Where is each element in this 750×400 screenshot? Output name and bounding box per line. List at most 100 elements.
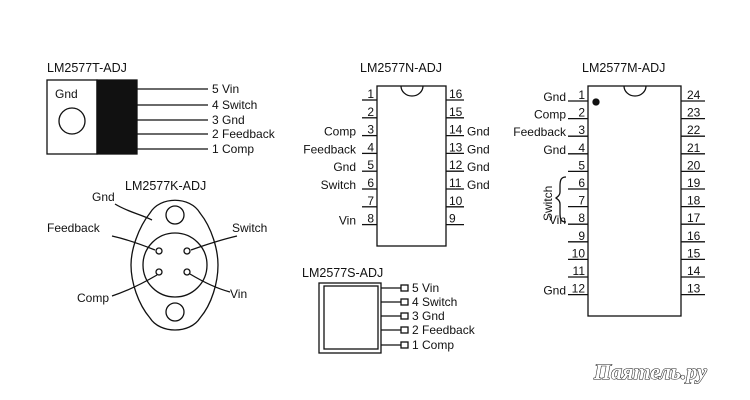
lm2577m-pin-label: Gnd [543, 284, 566, 298]
lm2577k-body [142, 232, 208, 298]
lm2577n-pin-number: 11 [449, 176, 462, 190]
lm2577k-leader-comp [111, 274, 158, 297]
lm2577m-pin-number: 23 [687, 106, 701, 120]
lm2577n-pin-number: 15 [449, 105, 463, 119]
lm2577m-pin-number: 10 [572, 246, 586, 260]
lm2577m-pin-label: Gnd [543, 143, 566, 157]
lm2577k-label-vin: Vin [230, 287, 247, 301]
lm2577n-pin-label: Switch [321, 178, 356, 192]
lm2577k-leader-switch [190, 235, 238, 251]
lm2577n-pin-number: 12 [449, 158, 463, 172]
lm2577n-pin-label: Gnd [333, 160, 356, 174]
lm2577t-package: LM2577T-ADJ Gnd 5 Vin 4 Switch 3 Gnd 2 F… [46, 61, 276, 156]
lm2577s-pin-4: 4 Switch [412, 295, 457, 309]
lm2577m-switch-label: Switch [541, 186, 555, 221]
lm2577k-label-comp: Comp [77, 291, 109, 305]
lm2577k-leader-vin [189, 273, 231, 293]
lm2577s-lead-end [400, 326, 409, 334]
lm2577s-tab-inner [323, 285, 379, 350]
lm2577s-lead-end [400, 341, 409, 349]
lm2577k-title: LM2577K-ADJ [125, 179, 206, 193]
lm2577t-pin-2: 2 Feedback [212, 127, 276, 141]
lm2577t-pin-4: 4 Switch [212, 98, 257, 112]
lm2577n-pin-number: 14 [449, 123, 463, 137]
lm2577m-pin-number: 21 [687, 141, 701, 155]
lm2577t-mounting-hole [58, 107, 86, 135]
lm2577k-label-feedback: Feedback [47, 221, 101, 235]
lm2577t-pin-3: 3 Gnd [212, 113, 245, 127]
lm2577k-hole-top [165, 205, 185, 225]
lm2577m-pin-number: 13 [687, 282, 701, 296]
lm2577n-pin-number: 3 [367, 123, 374, 137]
lm2577m-pin-number: 24 [687, 88, 701, 102]
lm2577m-pin-number: 8 [578, 211, 585, 225]
lm2577k-package: LM2577K-ADJ Gnd Feedback Switch Comp Vin [47, 179, 267, 331]
lm2577s-pin-3: 3 Gnd [412, 309, 445, 323]
lm2577n-pin-number: 2 [367, 105, 374, 119]
lm2577m-pin-number: 11 [573, 264, 586, 278]
lm2577m-pin-number: 3 [578, 123, 585, 137]
lm2577m-pin-number: 17 [687, 211, 701, 225]
lm2577m-pin-number: 20 [687, 158, 701, 172]
lm2577n-pin-label: Gnd [467, 142, 490, 156]
lm2577n-title: LM2577N-ADJ [360, 61, 442, 75]
lm2577m-pin-number: 15 [687, 246, 701, 260]
lm2577t-body [96, 79, 138, 155]
lm2577s-leads [381, 284, 409, 349]
lm2577s-package: LM2577S-ADJ 5 Vin 4 Switch 3 Gnd 2 Feedb… [302, 266, 476, 354]
lm2577s-lead-end [400, 284, 409, 292]
lm2577m-pin-label: Comp [534, 108, 566, 122]
lm2577k-pin-switch [183, 247, 191, 255]
lm2577n-package: LM2577N-ADJ 123Comp4Feedback5Gnd6Switch7… [303, 61, 490, 247]
lm2577m-pins: 1Gnd2Comp3Feedback4Gnd5678Vin9101112Gnd2… [513, 88, 705, 298]
lm2577m-notch [623, 85, 647, 97]
lm2577t-tab-label: Gnd [55, 87, 78, 101]
lm2577n-pin-number: 8 [367, 212, 374, 226]
lm2577s-title: LM2577S-ADJ [302, 266, 383, 280]
lm2577m-pin-label: Vin [549, 213, 566, 227]
lm2577m-pin-number: 2 [578, 106, 585, 120]
lm2577m-pin-label: Feedback [513, 125, 567, 139]
lm2577n-pin-number: 5 [367, 158, 374, 172]
lm2577t-pin-5: 5 Vin [212, 82, 239, 96]
lm2577m-pin-number: 22 [687, 123, 701, 137]
lm2577m-pin1-dot [592, 98, 600, 106]
lm2577t-title: LM2577T-ADJ [47, 61, 127, 75]
lm2577k-label-switch: Switch [232, 221, 267, 235]
lm2577k-pin-feedback [155, 247, 163, 255]
lm2577n-pin-number: 16 [449, 87, 463, 101]
lm2577n-pin-label: Gnd [467, 178, 490, 192]
lm2577m-switch-brace [555, 176, 567, 223]
lm2577k-leader-feedback [111, 235, 156, 251]
lm2577n-pin-label: Vin [339, 214, 356, 228]
lm2577m-pin-number: 9 [578, 229, 585, 243]
lm2577n-pin-label: Gnd [467, 160, 490, 174]
lm2577m-pin-number: 7 [578, 194, 585, 208]
lm2577m-pin-number: 1 [578, 88, 585, 102]
lm2577n-pin-number: 1 [367, 87, 374, 101]
lm2577m-body [587, 85, 682, 317]
lm2577n-pin-number: 6 [367, 176, 374, 190]
lm2577m-pin-number: 19 [687, 176, 701, 190]
lm2577m-pin-number: 6 [578, 176, 585, 190]
lm2577s-tab [318, 282, 382, 354]
watermark: Паятель.ру [593, 359, 707, 384]
lm2577n-pin-number: 4 [367, 140, 374, 154]
lm2577k-pin-vin [183, 268, 191, 276]
lm2577m-pin-number: 12 [572, 282, 586, 296]
lm2577n-pin-number: 7 [367, 194, 374, 208]
lm2577m-package: LM2577M-ADJ 1Gnd2Comp3Feedback4Gnd5678Vi… [513, 61, 705, 317]
lm2577m-pin-number: 4 [578, 141, 585, 155]
lm2577s-pin-1: 1 Comp [412, 338, 454, 352]
lm2577k-label-gnd: Gnd [92, 190, 115, 204]
lm2577k-pin-comp [155, 268, 163, 276]
lm2577t-pin-1: 1 Comp [212, 142, 254, 156]
lm2577n-pin-number: 13 [449, 140, 463, 154]
lm2577n-body [376, 85, 447, 247]
lm2577n-pin-number: 9 [449, 212, 456, 226]
lm2577s-pin-5: 5 Vin [412, 281, 439, 295]
lm2577k-hole-bottom [165, 302, 185, 322]
